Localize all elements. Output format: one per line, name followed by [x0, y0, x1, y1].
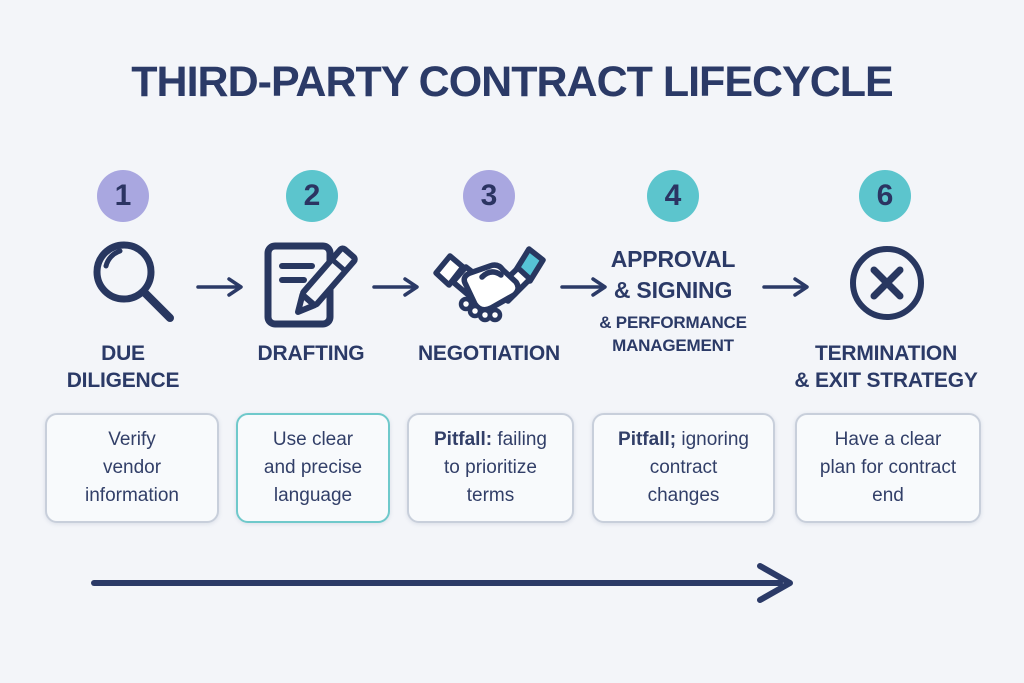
- stage-label-approval-signing: APPROVAL & SIGNING & PERFORMANCE MANAGEM…: [578, 244, 768, 357]
- note-line: Have a clear: [835, 426, 942, 454]
- label-line: TERMINATION: [814, 342, 958, 365]
- note-line: Pitfall; ignoring: [618, 426, 749, 454]
- note-line: terms: [466, 485, 515, 506]
- document-pencil-icon: [260, 236, 364, 332]
- note-line: end: [872, 485, 904, 506]
- note-card-negotiation: Pitfall: failing to prioritize terms: [407, 413, 574, 523]
- stage-label-negotiation: NEGOTIATION: [404, 340, 574, 367]
- note-line: changes: [647, 485, 720, 506]
- note-line: Verify: [108, 426, 156, 454]
- handshake-icon: [432, 243, 548, 335]
- note-text: Have a clear: [834, 429, 942, 450]
- stage-number: 3: [480, 179, 498, 212]
- note-line: vendor: [102, 457, 162, 478]
- label-line: DRAFTING: [257, 342, 365, 365]
- flow-arrow-3-4: [560, 275, 610, 299]
- timeline-arrow-icon: [88, 560, 806, 606]
- flow-arrow-2-3: [372, 275, 422, 299]
- label-line: & EXIT STRATEGY: [794, 369, 978, 392]
- stage-number-badge-6: 6: [859, 170, 911, 222]
- stage-number-badge-2: 2: [286, 170, 338, 222]
- label-line: NEGOTIATION: [417, 342, 561, 365]
- label-line: MANAGEMENT: [612, 336, 734, 355]
- label-line: & SIGNING: [613, 277, 733, 303]
- note-line: Pitfall: failing: [434, 426, 547, 454]
- stage-number-badge-4: 4: [647, 170, 699, 222]
- x-circle-icon: [845, 241, 929, 325]
- note-text: failing: [492, 429, 547, 450]
- label-line: & PERFORMANCE: [599, 313, 747, 332]
- stage-number-badge-1: 1: [97, 170, 149, 222]
- note-card-drafting: Use clear and precise language: [236, 413, 390, 523]
- note-text: ignoring: [676, 429, 749, 450]
- stage-number: 6: [876, 179, 894, 212]
- note-prefix: Pitfall:: [434, 429, 493, 450]
- flow-arrow-1-2: [196, 275, 246, 299]
- stage-number: 1: [114, 179, 132, 212]
- flow-arrow-4-6: [762, 275, 812, 299]
- note-card-approval: Pitfall; ignoring contract changes: [592, 413, 775, 523]
- stage-number: 4: [664, 179, 682, 212]
- note-line: and precise: [263, 457, 363, 478]
- note-line: contract: [649, 457, 718, 478]
- note-line: plan for contract: [819, 457, 957, 478]
- note-line: to prioritize: [444, 457, 537, 478]
- label-line: DILIGENCE: [66, 369, 180, 392]
- note-prefix: Pitfall;: [618, 429, 677, 450]
- note-text: Verify: [108, 429, 156, 450]
- stage-label-drafting: DRAFTING: [235, 340, 387, 367]
- label-line: APPROVAL: [610, 246, 736, 272]
- note-line: information: [85, 485, 179, 506]
- stage-number: 2: [303, 179, 321, 212]
- note-text: Use clear: [272, 429, 354, 450]
- stage-label-termination: TERMINATION & EXIT STRATEGY: [793, 340, 979, 394]
- note-card-due-diligence: Verify vendor information: [45, 413, 219, 523]
- magnifier-icon: [88, 238, 180, 330]
- stage-number-badge-3: 3: [463, 170, 515, 222]
- page-title: THIRD-PARTY CONTRACT LIFECYCLE: [131, 58, 894, 106]
- note-card-termination: Have a clear plan for contract end: [795, 413, 981, 523]
- note-line: Use clear: [273, 426, 353, 454]
- note-line: language: [273, 485, 353, 506]
- label-line: DUE: [101, 342, 145, 365]
- stage-label-due-diligence: DUE DILIGENCE: [38, 340, 208, 394]
